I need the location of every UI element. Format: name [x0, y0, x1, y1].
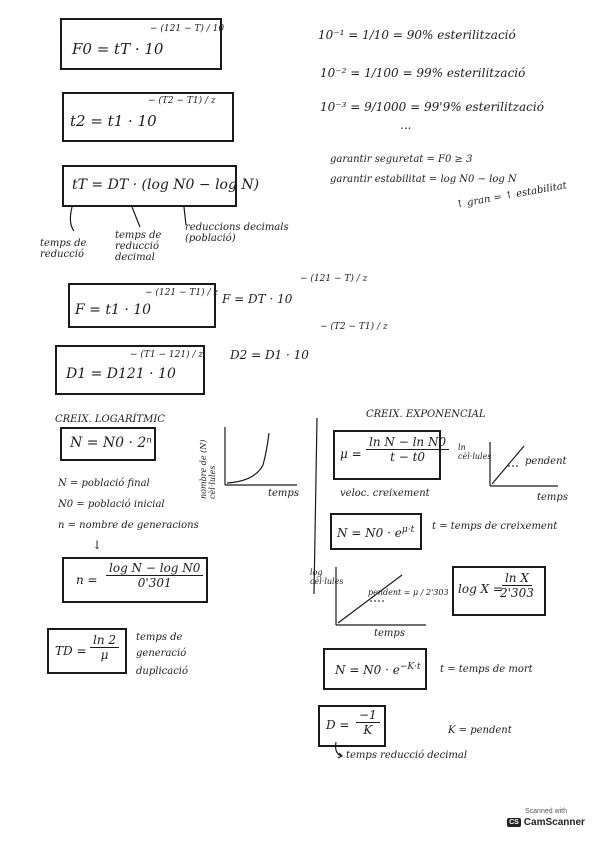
mu-denominator: t − t0 [390, 450, 426, 464]
death-formula-box [323, 648, 427, 690]
log-formula: N = N0 · 2ⁿ [70, 435, 152, 451]
formula-box-f [68, 283, 216, 328]
formula-t2: t2 = t1 · 10 [70, 112, 157, 130]
d-label: D = [326, 718, 350, 732]
d-bottom-note: temps reducció decimal [346, 750, 468, 761]
d-formula-box [318, 705, 386, 747]
formula-tt: tT = DT · (log N0 − log N) [72, 177, 260, 193]
mu-formula-label: μ = [340, 447, 362, 461]
nexp-formula-exponent: μ·t [401, 525, 415, 535]
td-formula-label: TD = [55, 644, 87, 658]
logx-denominator: 2'303 [500, 586, 534, 600]
formula-box-d1 [55, 345, 205, 395]
logx-numerator: ln X [501, 572, 532, 586]
annotation-temps-reduccio: temps de reducció [40, 238, 87, 260]
exp-chart1-ylabel: ln cèl·lules [458, 443, 492, 461]
formula-f-arrow: F = DT · 10 [222, 292, 293, 306]
formula-f-exponent: − (121 − T1) / z [145, 288, 219, 298]
logx-formula-box [452, 566, 546, 616]
formula-d2-exponent: − (T2 − T1) / z [320, 322, 388, 332]
mu-note: veloc. creixement [340, 488, 430, 499]
d-denominator: K [363, 723, 373, 737]
log-growth-chart [224, 427, 297, 486]
def-n: N = població final [58, 478, 150, 489]
camscanner-logo-icon: CS [507, 818, 521, 827]
td-note-2: generació [136, 648, 187, 659]
sterilization-line-2: 10⁻² = 1/100 = 99% esterilització [320, 66, 526, 80]
formula-f0-exponent: − (121 − T) / 10 [150, 24, 225, 34]
garantir-estabilitat: garantir estabilitat = log N0 − log N [330, 174, 517, 185]
annotation-temps-reduccio-decimal: temps de reducció decimal [115, 230, 162, 263]
def-nn: n = nombre de generacions [58, 520, 199, 531]
chart2-xlabel: temps [374, 628, 405, 639]
formula-d1-exponent: − (T1 − 121) / z [130, 350, 204, 360]
badge-name: CamScanner [523, 817, 585, 828]
death-note: t = temps de mort [440, 664, 533, 675]
sterilization-dots: ... [400, 118, 412, 132]
td-numerator: ln 2 [90, 634, 120, 648]
d-arrow [335, 741, 344, 759]
camscanner-badge: Scanned with CS CamScanner [501, 808, 591, 842]
formula-f-arrow-exponent: − (121 − T) / z [300, 274, 368, 284]
badge-top-text: Scanned with [524, 808, 568, 815]
annotation-reduccions-decimals: reduccions decimals (població) [185, 222, 289, 244]
section-divider [313, 417, 318, 595]
d-note: K = pendent [448, 725, 512, 736]
sterilization-line-3: 10⁻³ = 9/1000 = 99'9% esterilització [320, 100, 544, 114]
log-section-title: CREIX. LOGARÍTMIC [55, 414, 165, 425]
formula-box-t2 [62, 92, 234, 142]
down-arrow: ↓ [92, 538, 103, 552]
death-formula: N = N0 · e−K·t [335, 662, 421, 677]
nexp-formula-box [330, 513, 422, 550]
def-n0: N0 = població inicial [58, 499, 165, 510]
nexp-formula: N = N0 · eμ·t [337, 525, 414, 540]
formula-d2: D2 = D1 · 10 [230, 348, 309, 362]
n-formula-label: n = [76, 573, 98, 587]
formula-t2-exponent: − (T2 − T1) / z [148, 96, 216, 106]
chart2-note: pendent = μ / 2'303 [368, 588, 449, 597]
exp-chart1-xlabel: temps [537, 492, 568, 503]
formula-box-f0 [60, 18, 222, 70]
logx-label: log X = [458, 582, 503, 596]
td-denominator: μ [100, 648, 109, 662]
death-formula-exponent: −K·t [399, 662, 421, 672]
formula-f: F = t1 · 10 [75, 302, 152, 318]
exp-growth-chart [489, 442, 558, 487]
td-note-3: duplicació [136, 666, 189, 677]
sterilization-line-1: 10⁻¹ = 1/10 = 90% esterilització [318, 28, 516, 42]
chart2-ylabel: log cèl·lules [310, 568, 344, 586]
log-chart-xlabel: temps [268, 488, 299, 499]
d-numerator: −1 [356, 709, 380, 723]
formula-box-tt [62, 165, 237, 207]
log-chart-ylabel: nombre de (N) cèl·lules [199, 439, 217, 499]
n-formula-numerator: log N − log N0 [106, 562, 204, 576]
mu-formula-box [333, 430, 441, 480]
nexp-note: t = temps de creixement [432, 521, 558, 532]
log-formula-box [60, 427, 156, 461]
td-formula-box [47, 628, 127, 674]
exp-section-title: CREIX. EXPONENCIAL [366, 409, 486, 420]
exp-chart1-note: pendent [525, 456, 567, 467]
td-note-1: temps de [136, 632, 183, 643]
annotation-arrows [69, 206, 187, 232]
formula-d1: D1 = D121 · 10 [66, 366, 176, 382]
death-formula-base: N = N0 · e [335, 663, 400, 677]
mu-numerator: ln N − ln N0 [366, 436, 450, 450]
formula-f0: F0 = tT · 10 [72, 40, 164, 58]
log-cells-chart [335, 567, 426, 626]
nexp-formula-base: N = N0 · e [337, 526, 402, 540]
n-formula-box [62, 557, 208, 603]
garantir-seguretat: garantir seguretat = F0 ≥ 3 [330, 154, 473, 165]
n-formula-denominator: 0'301 [137, 576, 172, 590]
